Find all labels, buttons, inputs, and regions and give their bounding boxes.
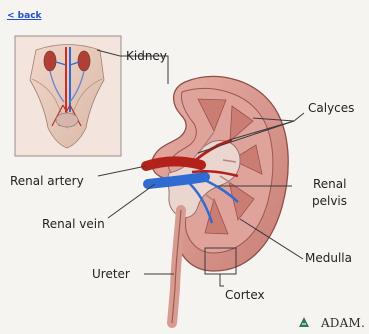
renal-pelvis-label-line2: pelvis xyxy=(312,194,347,208)
brand-logo-text: ADAM. xyxy=(321,316,365,330)
ureter-label: Ureter xyxy=(92,267,130,281)
calyces-label: Calyces xyxy=(308,101,354,115)
medulla-label: Medulla xyxy=(305,251,352,265)
renal-vein-callout xyxy=(108,184,155,218)
kidney-cross-section xyxy=(146,77,288,323)
renal-artery-label: Renal artery xyxy=(10,174,84,188)
cortex-label: Cortex xyxy=(225,288,265,302)
adam-logo-icon xyxy=(298,316,310,328)
renal-artery-callout xyxy=(98,166,146,176)
renal-vein-label: Renal vein xyxy=(42,217,105,231)
kidney-label: Kidney xyxy=(126,49,167,63)
renal-pelvis-label-line1: Renal xyxy=(313,177,346,191)
inset-body-panel xyxy=(15,36,121,156)
cortex-callout xyxy=(220,274,224,286)
